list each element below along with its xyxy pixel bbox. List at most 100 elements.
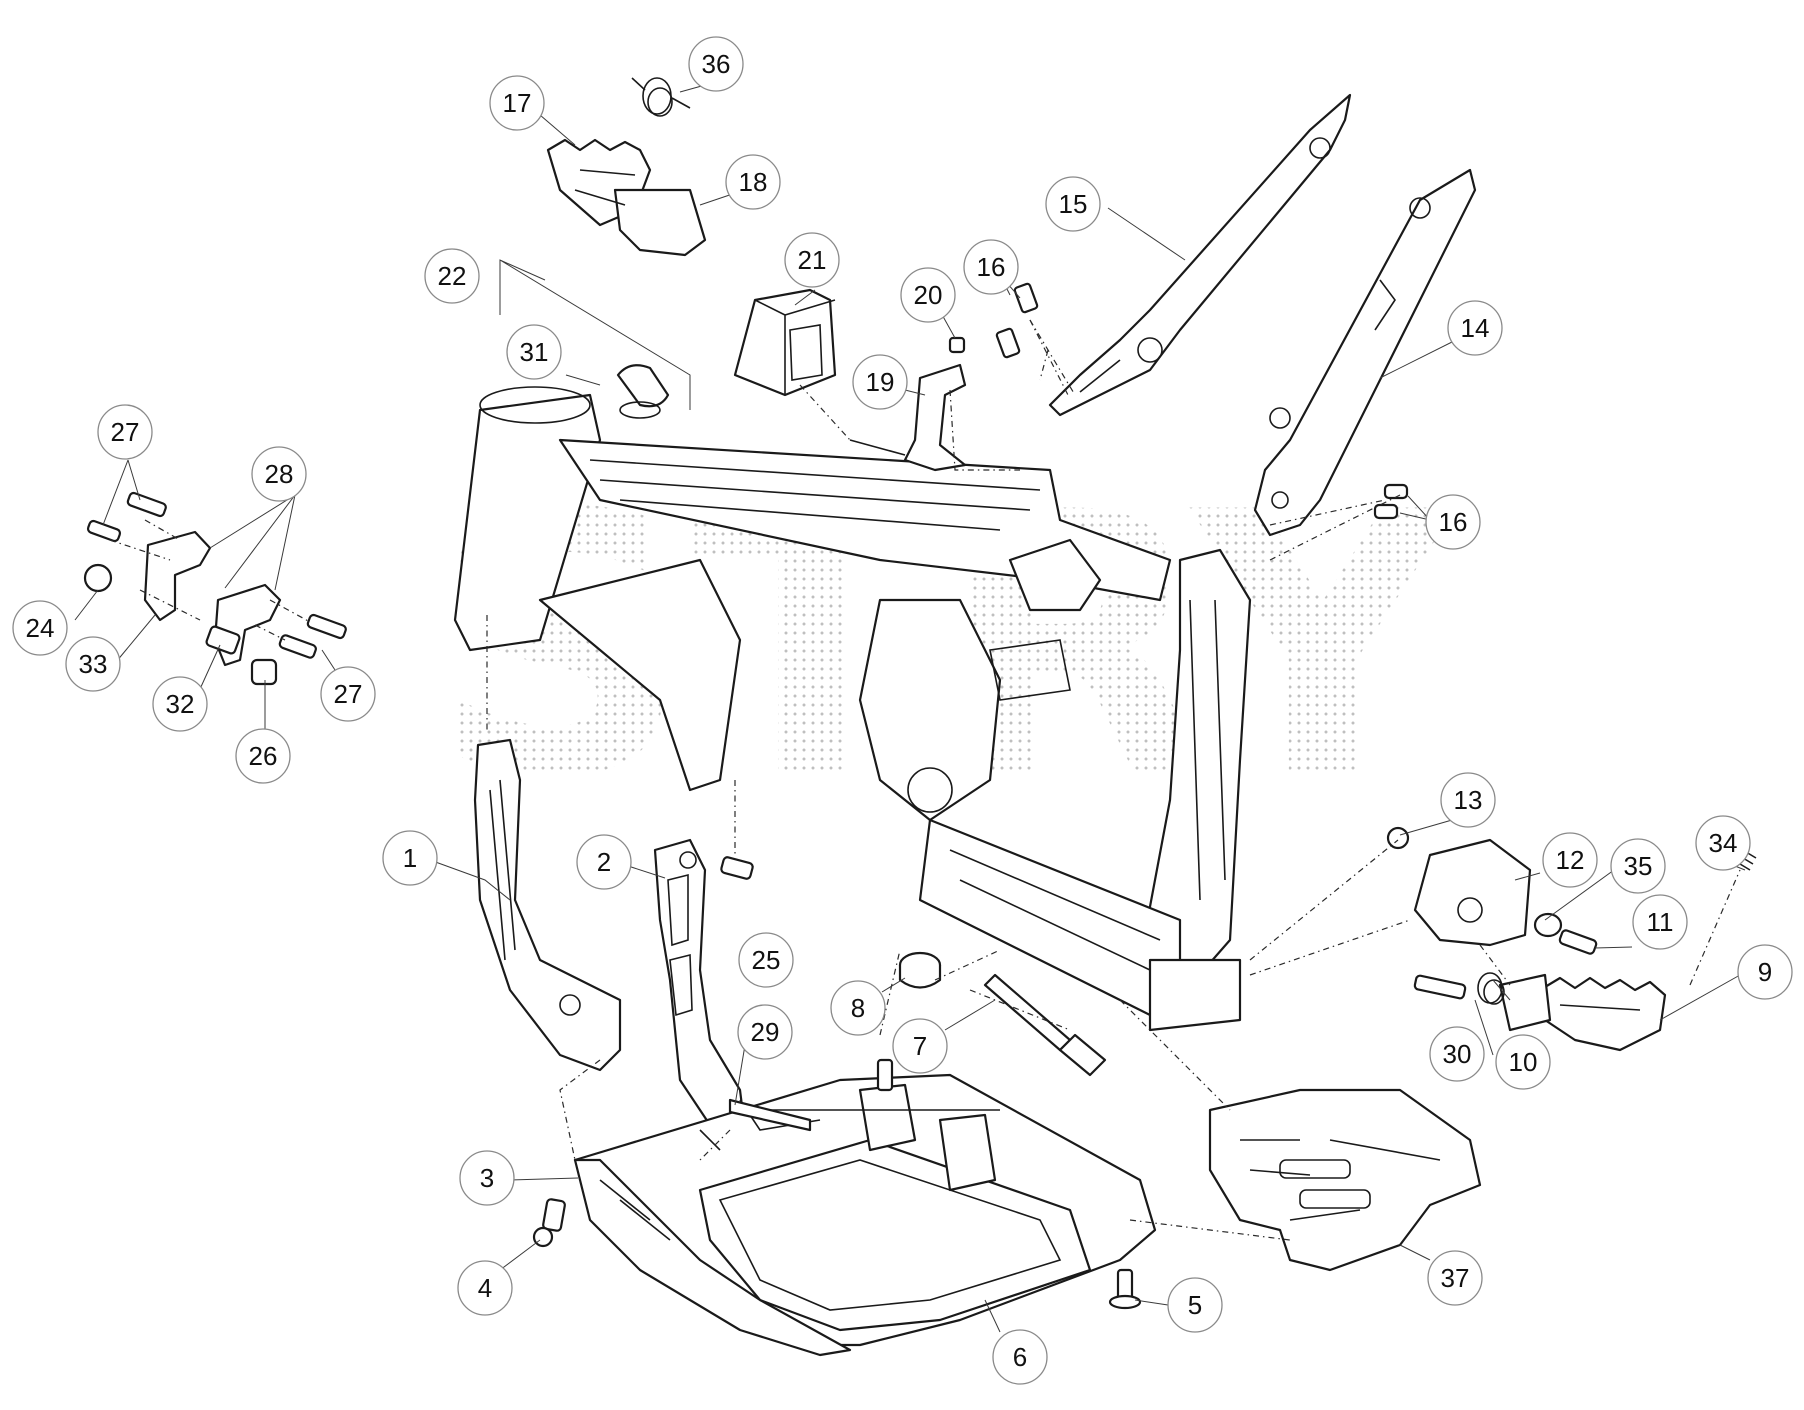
callout-30: 30 xyxy=(1429,1026,1485,1082)
part-20-nut xyxy=(948,336,966,354)
callout-16-upper: 16 xyxy=(963,239,1019,295)
callout-33: 33 xyxy=(65,636,121,692)
callout-17: 17 xyxy=(489,75,545,131)
callout-13: 13 xyxy=(1440,772,1496,828)
callout-31: 31 xyxy=(506,324,562,380)
callout-19: 19 xyxy=(852,354,908,410)
svg-text:3: 3 xyxy=(480,1163,494,1193)
svg-text:24: 24 xyxy=(26,613,55,643)
callout-14: 14 xyxy=(1447,300,1503,356)
callout-8: 8 xyxy=(830,980,886,1036)
svg-text:27: 27 xyxy=(111,417,140,447)
part-3-skid-guard xyxy=(573,1158,852,1357)
part-28-33-bracket-assembly xyxy=(83,491,347,686)
callout-4: 4 xyxy=(457,1260,513,1316)
part-17-18-footpeg xyxy=(546,138,707,257)
callout-18: 18 xyxy=(725,154,781,210)
svg-text:36: 36 xyxy=(702,49,731,79)
callout-34: 34 xyxy=(1695,815,1751,871)
svg-text:8: 8 xyxy=(851,993,865,1023)
part-36-spring xyxy=(631,77,691,117)
callout-28: 28 xyxy=(251,446,307,502)
callout-10: 10 xyxy=(1495,1034,1551,1090)
svg-text:6: 6 xyxy=(1013,1342,1027,1372)
svg-text:33: 33 xyxy=(79,649,108,679)
svg-text:11: 11 xyxy=(1647,907,1674,937)
svg-text:21: 21 xyxy=(798,245,827,275)
callout-2: 2 xyxy=(576,834,632,890)
callout-35: 35 xyxy=(1610,838,1666,894)
part-16-bolts-upper xyxy=(995,282,1039,359)
callout-26: 26 xyxy=(235,728,291,784)
callout-9: 9 xyxy=(1737,944,1793,1000)
svg-text:26: 26 xyxy=(249,741,278,771)
svg-text:29: 29 xyxy=(751,1017,780,1047)
part-12-footpeg-bracket xyxy=(1386,826,1598,955)
main-frame xyxy=(453,386,1252,1032)
svg-text:9: 9 xyxy=(1758,957,1772,987)
svg-text:13: 13 xyxy=(1454,785,1483,815)
svg-text:7: 7 xyxy=(913,1031,927,1061)
svg-text:25: 25 xyxy=(752,945,781,975)
svg-text:16: 16 xyxy=(1439,507,1468,537)
callout-16-lower: 16 xyxy=(1425,494,1481,550)
part-21-box xyxy=(733,288,837,397)
callout-6: 6 xyxy=(992,1329,1048,1385)
part-37-guard-plate xyxy=(1208,1088,1482,1272)
part-10-spring xyxy=(1477,972,1505,1005)
callout-37: 37 xyxy=(1427,1250,1483,1306)
svg-text:32: 32 xyxy=(166,689,195,719)
part-8-bushing xyxy=(898,951,942,989)
svg-text:31: 31 xyxy=(520,337,549,367)
svg-text:1: 1 xyxy=(403,843,417,873)
callout-1: 1 xyxy=(382,830,438,886)
svg-text:35: 35 xyxy=(1624,851,1653,881)
part-30-pin xyxy=(1413,974,1467,1000)
svg-text:5: 5 xyxy=(1188,1290,1202,1320)
callout-15: 15 xyxy=(1045,176,1101,232)
part-25-bolt xyxy=(720,856,754,880)
callout-11: 11 xyxy=(1632,894,1688,950)
svg-text:10: 10 xyxy=(1509,1047,1538,1077)
callout-12: 12 xyxy=(1542,832,1598,888)
svg-text:15: 15 xyxy=(1059,189,1088,219)
svg-text:37: 37 xyxy=(1441,1263,1470,1293)
svg-text:4: 4 xyxy=(478,1273,492,1303)
svg-text:28: 28 xyxy=(265,459,294,489)
part-15-subframe-rail xyxy=(1048,93,1352,417)
callout-24: 24 xyxy=(12,600,68,656)
svg-text:17: 17 xyxy=(503,88,532,118)
callout-21: 21 xyxy=(784,232,840,288)
callout-25: 25 xyxy=(738,932,794,988)
callout-27-top: 27 xyxy=(97,404,153,460)
svg-text:2: 2 xyxy=(597,847,611,877)
svg-text:14: 14 xyxy=(1461,313,1490,343)
callout-29: 29 xyxy=(737,1004,793,1060)
part-4-bolt xyxy=(532,1198,566,1248)
part-9-footpeg xyxy=(1498,973,1667,1052)
part-7-long-bolt xyxy=(983,973,1107,1077)
svg-text:16: 16 xyxy=(977,252,1006,282)
svg-text:30: 30 xyxy=(1443,1039,1472,1069)
callout-3: 3 xyxy=(459,1150,515,1206)
svg-text:22: 22 xyxy=(438,261,467,291)
part-2-frame-guard xyxy=(653,838,747,1142)
callout-27-right: 27 xyxy=(320,666,376,722)
svg-text:20: 20 xyxy=(914,280,943,310)
callout-7: 7 xyxy=(892,1018,948,1074)
part-6-skid-plate xyxy=(573,1058,1157,1347)
svg-text:18: 18 xyxy=(739,167,768,197)
svg-text:34: 34 xyxy=(1709,828,1738,858)
part-1-frame-guard xyxy=(473,738,622,1072)
callout-5: 5 xyxy=(1167,1277,1223,1333)
part-5-screw xyxy=(1108,1268,1142,1310)
part-16-bolts-lower xyxy=(1373,483,1409,520)
callout-22: 22 xyxy=(424,248,480,304)
svg-text:27: 27 xyxy=(334,679,363,709)
part-31-cap xyxy=(616,364,670,408)
callout-32: 32 xyxy=(152,676,208,732)
svg-text:19: 19 xyxy=(866,367,895,397)
callout-20: 20 xyxy=(900,267,956,323)
callout-36: 36 xyxy=(688,36,744,92)
